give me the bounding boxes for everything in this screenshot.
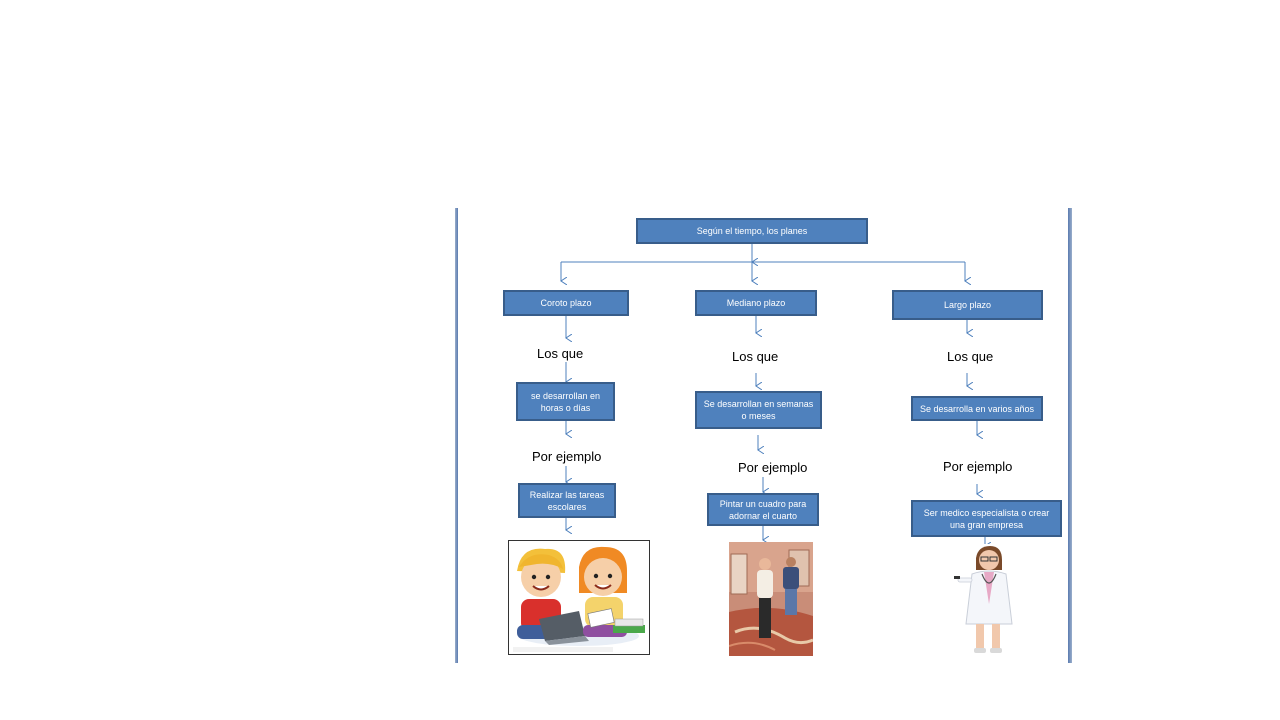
plazo-box-mediano: Mediano plazo bbox=[695, 290, 817, 316]
ejemplo-box-corto: Realizar las tareas escolares bbox=[518, 483, 616, 518]
por-ejemplo-label-largo: Por ejemplo bbox=[943, 459, 1013, 474]
ejemplo-box-largo: Ser medico especialista o crear una gran… bbox=[911, 500, 1062, 537]
descripcion-box-corto: se desarrollan en horas o días bbox=[516, 382, 615, 421]
por-ejemplo-label-mediano: Por ejemplo bbox=[738, 460, 808, 475]
los-que-label-largo: Los que bbox=[947, 349, 994, 364]
doctor-child-image bbox=[952, 544, 1024, 656]
ejemplo-box-mediano: Pintar un cuadro para adornar el cuarto bbox=[707, 493, 819, 526]
painting-people-icon bbox=[729, 542, 813, 656]
descripcion-box-mediano: Se desarrollan en semanas o meses bbox=[695, 391, 822, 429]
children-studying-icon bbox=[509, 541, 649, 654]
doctor-child-icon bbox=[952, 544, 1024, 656]
los-que-label-corto: Los que bbox=[537, 346, 584, 361]
descripcion-box-largo: Se desarrolla en varios años bbox=[911, 396, 1043, 421]
plazo-box-corto: Coroto plazo bbox=[503, 290, 629, 316]
plazo-box-largo: Largo plazo bbox=[892, 290, 1043, 320]
slide-border-right bbox=[1068, 208, 1072, 663]
root-box: Según el tiempo, los planes bbox=[636, 218, 868, 244]
slide-border-left bbox=[455, 208, 458, 663]
los-que-label-mediano: Los que bbox=[732, 349, 779, 364]
por-ejemplo-label-corto: Por ejemplo bbox=[532, 449, 602, 464]
children-studying-image bbox=[508, 540, 650, 655]
painting-people-image bbox=[729, 542, 813, 656]
